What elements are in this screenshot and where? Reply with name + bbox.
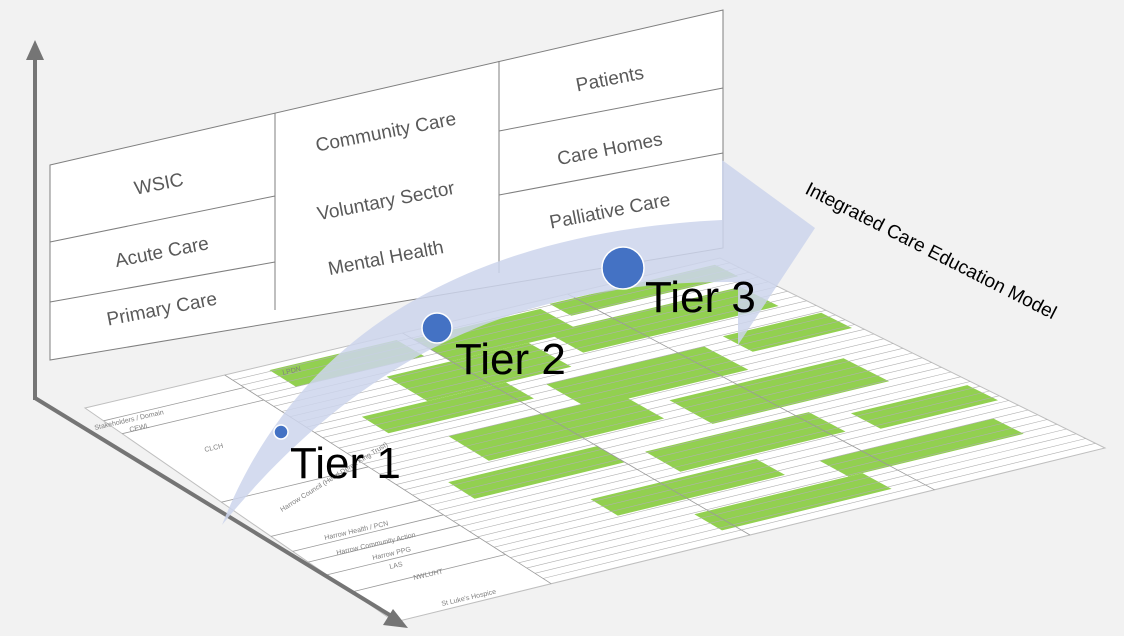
floor-label-divider bbox=[292, 514, 444, 552]
floor-row-line bbox=[355, 333, 875, 459]
floor-header-cewl: CEWL bbox=[129, 423, 150, 434]
floor-green-cell bbox=[448, 394, 665, 461]
floor-row-line bbox=[338, 324, 855, 449]
floor-column-line bbox=[224, 374, 552, 585]
floor-row-line bbox=[298, 300, 807, 423]
floor-row-line bbox=[494, 414, 1038, 548]
tier-2-dot bbox=[421, 312, 453, 344]
floor-column-header: LPDN bbox=[282, 366, 302, 377]
floor-row-line bbox=[363, 338, 884, 464]
floor-row-line bbox=[240, 267, 740, 386]
floor-row-line bbox=[387, 352, 913, 480]
model-title: Integrated Care Education Model bbox=[802, 179, 1060, 324]
floor-label-divider bbox=[103, 387, 245, 422]
floor-row-line bbox=[485, 409, 1029, 543]
vertical-axis-arrowhead bbox=[26, 40, 44, 60]
floor-row-line bbox=[404, 362, 932, 491]
floor-row-line bbox=[477, 405, 1019, 538]
floor-row-line bbox=[469, 400, 1009, 532]
floor-grid-lines bbox=[103, 262, 1096, 593]
floor-row-line bbox=[420, 371, 952, 501]
floor-column-line bbox=[567, 293, 935, 491]
floor-green-cell bbox=[547, 286, 779, 353]
floor-row-line bbox=[289, 295, 798, 417]
floor-row-line bbox=[379, 348, 903, 475]
floor-row-line bbox=[322, 314, 836, 438]
floor-row-line bbox=[453, 390, 990, 522]
progression-arrow bbox=[222, 160, 815, 525]
horizontal-axis-arrowhead bbox=[383, 609, 408, 628]
floor-green-cell bbox=[722, 312, 852, 352]
floor-row-line bbox=[412, 367, 942, 496]
floor-label-divider bbox=[122, 399, 264, 435]
tier-3-dot bbox=[601, 246, 645, 290]
floor-row-line bbox=[371, 343, 894, 470]
floor-row-label-clch: CLCH bbox=[204, 443, 224, 454]
floor-label-divider bbox=[326, 537, 480, 576]
floor-column-line bbox=[402, 332, 751, 536]
floor-label-divider bbox=[270, 499, 421, 537]
floor-row-line bbox=[445, 386, 980, 517]
floor-label-divider bbox=[351, 554, 506, 593]
floor-row-line bbox=[461, 395, 1000, 527]
floor-row-line bbox=[510, 424, 1057, 558]
floor-green-cell bbox=[645, 412, 846, 472]
floor-row-line bbox=[542, 443, 1096, 579]
floor-green-cell bbox=[669, 358, 889, 424]
floor-green-cell bbox=[590, 459, 785, 516]
floor-row-line bbox=[534, 438, 1086, 574]
floor-row-line bbox=[428, 376, 961, 506]
floor-row-line bbox=[518, 428, 1067, 564]
floor-row-line bbox=[306, 305, 817, 428]
floor-row-line bbox=[396, 357, 923, 485]
floor-row-line bbox=[436, 381, 971, 511]
wall-grid bbox=[49, 61, 724, 310]
floor-row-line bbox=[526, 433, 1077, 569]
tier-markers: Tier 1 Tier 2 Tier 3 bbox=[273, 246, 756, 488]
floor-green-cell bbox=[819, 418, 1024, 477]
floor-row-line bbox=[281, 291, 788, 412]
axes bbox=[26, 40, 408, 628]
floor-plane: Stakeholders / Domain CEWL LPDN CLCH Har… bbox=[83, 257, 1107, 623]
floor-green-cell bbox=[694, 473, 892, 531]
tier-1-dot bbox=[273, 424, 289, 440]
floor-row-label-las: LAS bbox=[389, 561, 404, 571]
floor-label-divider bbox=[308, 524, 460, 563]
floor-row-line bbox=[347, 329, 865, 454]
tier-1-label: Tier 1 bbox=[290, 439, 401, 488]
horizontal-axis bbox=[33, 396, 395, 619]
tier-2-label: Tier 2 bbox=[455, 335, 566, 384]
floor-row-line bbox=[502, 419, 1048, 553]
tier-3-label: Tier 3 bbox=[645, 273, 756, 322]
floor-row-line bbox=[330, 319, 846, 444]
